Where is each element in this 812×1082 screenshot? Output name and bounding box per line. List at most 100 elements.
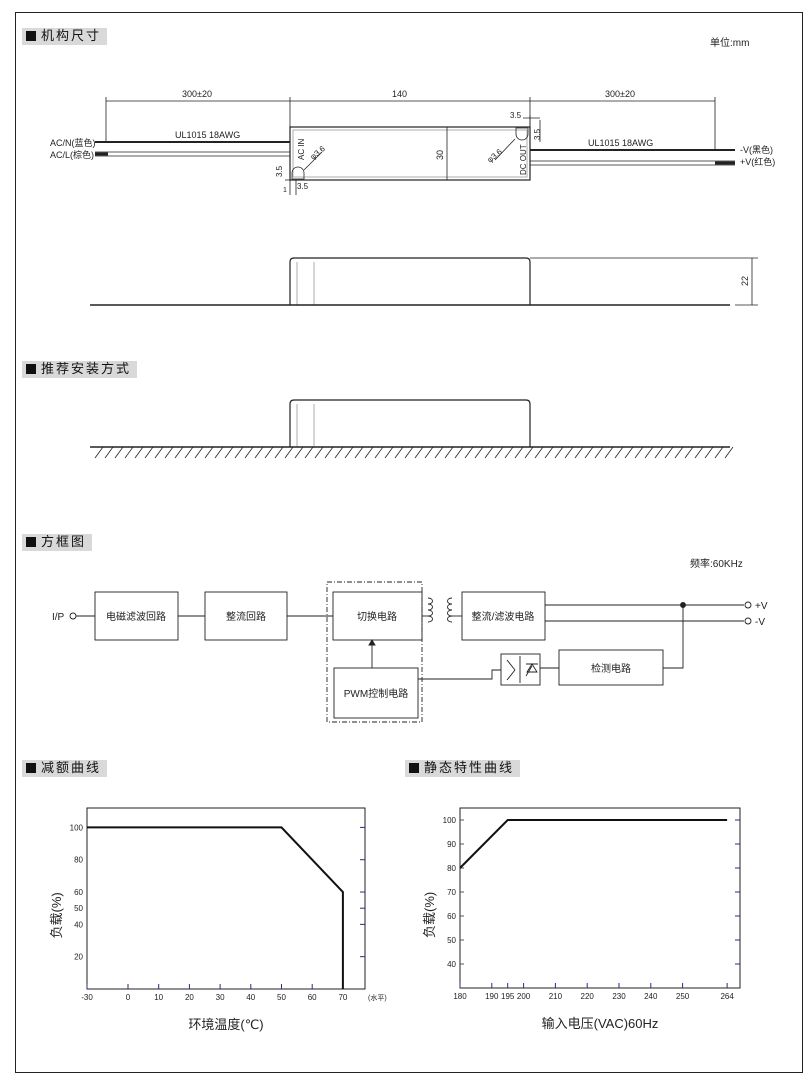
section-header-derating: 减额曲线 xyxy=(22,760,108,777)
dim-3-5-b: 3.5 xyxy=(297,182,309,191)
y-tick-label: 80 xyxy=(74,856,83,865)
ground-hatch-line xyxy=(544,446,554,459)
ground-hatch-line xyxy=(504,446,514,459)
ground-hatch-line xyxy=(254,446,264,459)
ground-hatch-line xyxy=(94,446,104,459)
y-tick-label: 90 xyxy=(447,840,456,849)
dim-3-5-c: 3.5 xyxy=(510,111,522,120)
ground-hatch-line xyxy=(174,446,184,459)
ground-hatch-line xyxy=(474,446,484,459)
ground-hatch-line xyxy=(684,446,694,459)
ground-hatch-line xyxy=(464,446,474,459)
ground-hatch-line xyxy=(714,446,724,459)
pwm-block xyxy=(333,667,419,719)
ground-hatch-line xyxy=(194,446,204,459)
ground-hatch-line xyxy=(384,446,394,459)
switching-label: 切换电路 xyxy=(357,610,397,623)
vneg-output-label: -V xyxy=(755,617,765,628)
ac-in-label: AC IN xyxy=(297,138,306,160)
ground-hatch-line xyxy=(124,446,134,459)
ground-hatch-line xyxy=(234,446,244,459)
ground-hatch-line xyxy=(584,446,594,459)
dim-body-length: 140 xyxy=(392,89,407,99)
x-tick-label: 30 xyxy=(216,993,225,1002)
dim-3-5-a: 3.5 xyxy=(275,165,284,177)
ground-hatch-line xyxy=(434,446,444,459)
series-line-static xyxy=(459,819,728,869)
x-tick-label: 0 xyxy=(126,993,131,1002)
y-tick-label: 60 xyxy=(74,888,83,897)
ground-hatch-line xyxy=(264,446,274,459)
hole-right-dim: φ3.6 xyxy=(486,147,505,165)
x-axis-title: 输入电压(VAC)60Hz xyxy=(542,1016,659,1031)
ground-hatch-line xyxy=(344,446,354,459)
section-header-block-diagram: 方框图 xyxy=(22,534,93,551)
vneg-label: -V(黑色) xyxy=(740,144,773,155)
ground-hatch-line xyxy=(154,446,164,459)
square-bullet-icon xyxy=(409,763,419,773)
y-tick-label: 40 xyxy=(74,920,83,929)
page-border xyxy=(15,12,803,1073)
section-title: 推荐安装方式 xyxy=(41,362,132,377)
pwm-label: PWM控制电路 xyxy=(344,687,408,700)
control-boundary xyxy=(326,581,423,723)
ground-hatch-line xyxy=(354,446,364,459)
wire-spec-right: UL1015 18AWG xyxy=(588,138,653,148)
x-tick-label: 220 xyxy=(581,992,595,1001)
vpos-output-label: +V xyxy=(755,601,768,612)
rectifier-label: 整流回路 xyxy=(226,610,266,623)
section-title: 减额曲线 xyxy=(41,761,102,776)
mechanical-side-view xyxy=(90,257,758,306)
y-tick-label: 20 xyxy=(74,953,83,962)
chart-frame xyxy=(86,807,366,990)
ground-hatch-line xyxy=(574,446,584,459)
y-tick-label: 70 xyxy=(447,888,456,897)
ground-hatch-line xyxy=(644,446,654,459)
ground-hatch-line xyxy=(624,446,634,459)
frequency-label: 频率:60KHz xyxy=(690,557,743,570)
x-tick-label: 50 xyxy=(277,993,286,1002)
input-label: I/P xyxy=(52,612,65,623)
dc-out-label: DC OUT xyxy=(519,144,528,175)
x-tick-label: 200 xyxy=(517,992,531,1001)
ground-hatch-line xyxy=(694,446,704,459)
ground-hatch-line xyxy=(284,446,294,459)
ground-hatch-line xyxy=(364,446,374,459)
ground-hatch-line xyxy=(454,446,464,459)
x-tick-label: 180 xyxy=(453,992,467,1001)
ground-hatch-line xyxy=(484,446,494,459)
ground-hatch-line xyxy=(104,446,114,459)
detection-block xyxy=(558,649,664,686)
ground-hatch-line xyxy=(404,446,414,459)
y-axis-title: 负载(%) xyxy=(422,892,437,938)
x-tick-label: 10 xyxy=(154,993,163,1002)
ground-hatch-line xyxy=(164,446,174,459)
ground-hatch-line xyxy=(514,446,524,459)
x-tick-label: 264 xyxy=(720,992,734,1001)
ground-hatch-line xyxy=(394,446,404,459)
hole-left-dim: φ3.6 xyxy=(309,144,328,162)
ground-hatch-line xyxy=(144,446,154,459)
dim-right-lead: 300±20 xyxy=(605,89,635,99)
installation-view xyxy=(90,399,734,459)
ground-hatch-line xyxy=(244,446,254,459)
x-axis-title: 环境温度(℃) xyxy=(188,1017,263,1032)
chart-frame xyxy=(459,807,741,989)
ground-hatch-line xyxy=(184,446,194,459)
ground-hatch-line xyxy=(224,446,234,459)
series-line-derating xyxy=(87,826,344,989)
ground-hatch-line xyxy=(204,446,214,459)
acn-label: AC/N(蓝色) xyxy=(50,137,96,148)
ground-hatch-line xyxy=(614,446,624,459)
x-unit-note: (水平) xyxy=(368,993,387,1002)
x-tick-label: 60 xyxy=(308,993,317,1002)
ground-hatch-line xyxy=(294,446,304,459)
dim-height: 22 xyxy=(740,276,750,286)
optocoupler-icon xyxy=(500,653,541,686)
square-bullet-icon xyxy=(26,763,36,773)
ground-hatch-line xyxy=(214,446,224,459)
y-tick-label: 100 xyxy=(443,816,457,825)
